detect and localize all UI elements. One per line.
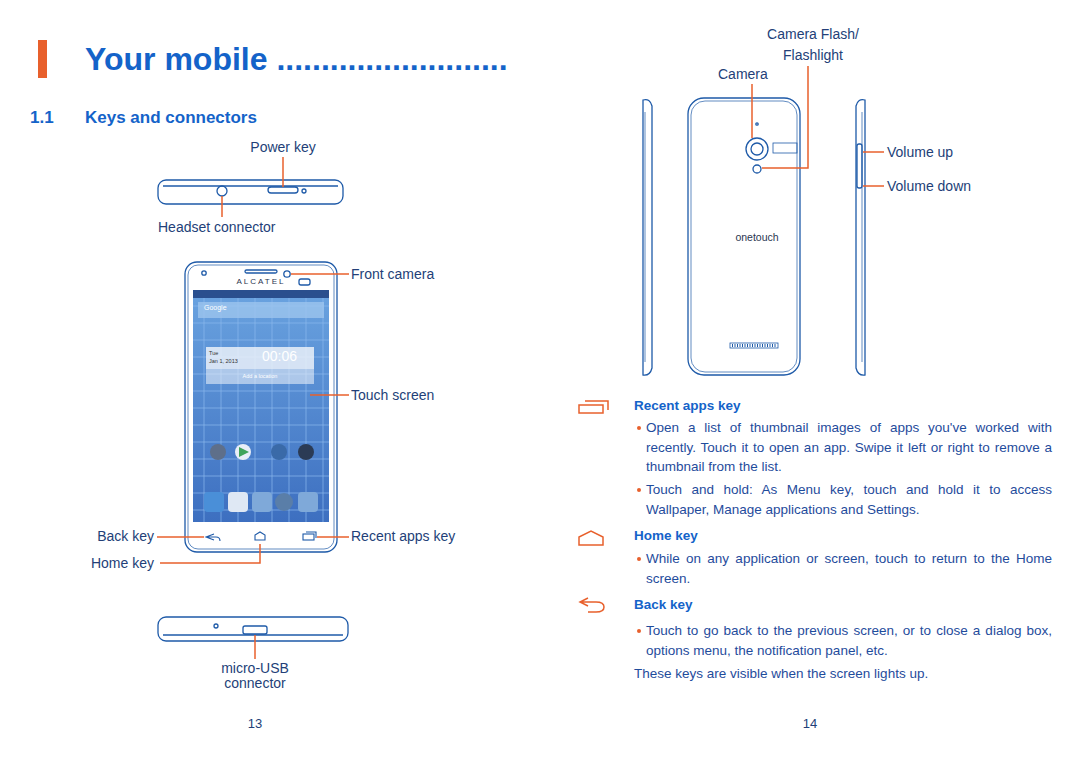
screen-text: Add a location [243,373,278,380]
screen-clock: 00:06 [262,348,297,365]
brand-logo: ALCATEL [237,277,286,287]
part-name: Power key [250,139,315,156]
chapter-title: Your mobile .......................... [85,40,508,78]
part-name: Headset connector [158,219,276,236]
bullet-text: Touch to go back to the previous screen,… [646,621,1052,660]
part-name: Front camera [351,266,434,283]
part-name: Camera Flash/ Flashlight [765,24,861,66]
note: These keys are visible when the screen l… [634,666,928,682]
section-title: Keys and connectors [85,108,257,128]
part-name: micro-USB connector [205,661,305,691]
part-name: Camera [718,66,768,83]
page-number: 14 [803,716,817,732]
bullet-text: Touch and hold: As Menu key, touch and h… [646,480,1052,519]
key-heading: Home key [634,528,698,544]
part-name: Volume up [887,144,953,161]
part-name: Volume down [887,178,971,195]
part-name: Home key [91,555,154,572]
part-name: Back key [97,528,154,545]
screen-text: Tue [209,350,218,357]
bullet-text: While on any application or screen, touc… [646,549,1052,588]
key-heading: Back key [634,597,693,613]
key-heading: Recent apps key [634,398,741,414]
page-number: 13 [248,716,262,732]
part-name: Touch screen [351,387,434,404]
part-name: Recent apps key [351,528,455,545]
section-number: 1.1 [30,108,54,128]
screen-text: Jan 1, 2013 [209,358,238,365]
bullet-text: Open a list of thumbnail images of apps … [646,418,1052,477]
screen-text: Google [204,304,227,312]
brand-logo: onetouch [735,231,778,244]
